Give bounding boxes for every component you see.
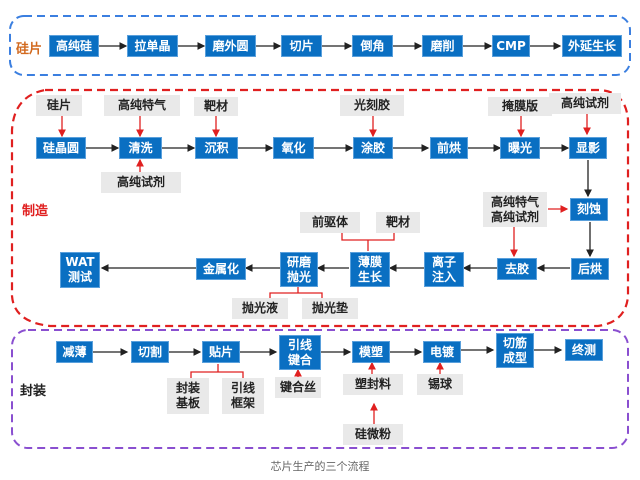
- material-lead-frame: 引线 框架: [222, 378, 264, 414]
- process-step-crystal-pulling[interactable]: 拉单晶: [127, 35, 178, 57]
- material-molding-compound: 塑封料: [343, 374, 403, 395]
- process-step-cmp[interactable]: CMP: [492, 35, 530, 57]
- process-step-development[interactable]: 显影: [569, 137, 607, 159]
- process-step-coating[interactable]: 涂胶: [353, 137, 393, 159]
- process-step-epitaxy[interactable]: 外延生长: [562, 35, 622, 57]
- process-step-wire-bonding[interactable]: 引线 键合: [279, 335, 321, 370]
- wafer-region-label: 硅片: [16, 42, 43, 57]
- process-step-postbake[interactable]: 后烘: [571, 258, 609, 280]
- figure-caption: 芯片生产的三个流程: [270, 460, 370, 473]
- material-reagent-develop: 高纯试剂: [549, 93, 621, 114]
- material-precursor: 前驱体: [300, 212, 360, 233]
- process-step-final-test[interactable]: 终测: [565, 339, 603, 361]
- process-step-etching[interactable]: 刻蚀: [570, 198, 608, 221]
- process-step-high-purity-silicon[interactable]: 高纯硅: [49, 35, 99, 57]
- material-silica-powder: 硅微粉: [343, 424, 403, 445]
- material-polishing-pad: 抛光垫: [302, 298, 358, 319]
- process-step-silicon-wafer[interactable]: 硅晶圆: [36, 137, 86, 159]
- material-polishing-slurry: 抛光液: [232, 298, 288, 319]
- process-step-grinding[interactable]: 磨削: [422, 35, 463, 57]
- package-region-label: 封装: [20, 384, 47, 399]
- material-silicon-wafer: 硅片: [36, 95, 82, 116]
- fab-region-label: 制造: [22, 204, 49, 219]
- material-photoresist: 光刻胶: [340, 95, 404, 116]
- material-gas-and-reagent: 高纯特气 高纯试剂: [483, 192, 547, 227]
- material-package-substrate: 封装 基板: [167, 378, 209, 414]
- material-solder-ball: 锡球: [417, 374, 463, 395]
- process-step-slicing[interactable]: 切片: [281, 35, 322, 57]
- process-step-dicing[interactable]: 切割: [131, 341, 169, 363]
- process-step-die-attach[interactable]: 贴片: [202, 341, 240, 363]
- process-step-oxidation[interactable]: 氧化: [273, 137, 314, 159]
- process-step-prebake[interactable]: 前烘: [430, 137, 468, 159]
- material-reagent-clean: 高纯试剂: [101, 172, 181, 193]
- process-step-od-grinding[interactable]: 磨外圆: [205, 35, 256, 57]
- process-step-wat-test[interactable]: WAT 测试: [60, 252, 100, 288]
- process-step-molding[interactable]: 模塑: [352, 341, 390, 363]
- process-step-cleaning[interactable]: 清洗: [119, 137, 162, 159]
- material-photomask: 掩膜版: [488, 97, 552, 116]
- material-target-film: 靶材: [376, 212, 420, 233]
- process-step-film-growth[interactable]: 薄膜 生长: [350, 252, 390, 287]
- process-step-exposure[interactable]: 曝光: [500, 137, 540, 159]
- process-step-cmp-polish[interactable]: 研磨 抛光: [280, 252, 318, 287]
- process-step-edge-chamfer[interactable]: 倒角: [352, 35, 393, 57]
- material-specialty-gas: 高纯特气: [104, 95, 180, 116]
- process-step-resist-strip[interactable]: 去胶: [497, 258, 537, 280]
- process-step-plating[interactable]: 电镀: [423, 341, 461, 363]
- material-target-deposit: 靶材: [194, 97, 238, 116]
- material-bonding-wire: 键合丝: [275, 377, 321, 398]
- bracket-film-inputs: [341, 233, 395, 241]
- process-step-metallization[interactable]: 金属化: [196, 258, 246, 280]
- package-material-brackets: [190, 364, 244, 378]
- process-step-trim-form[interactable]: 切筋 成型: [496, 333, 534, 368]
- process-step-deposition[interactable]: 沉积: [195, 137, 238, 159]
- process-step-thinning[interactable]: 减薄: [56, 341, 93, 363]
- process-step-ion-implant[interactable]: 离子 注入: [424, 252, 464, 287]
